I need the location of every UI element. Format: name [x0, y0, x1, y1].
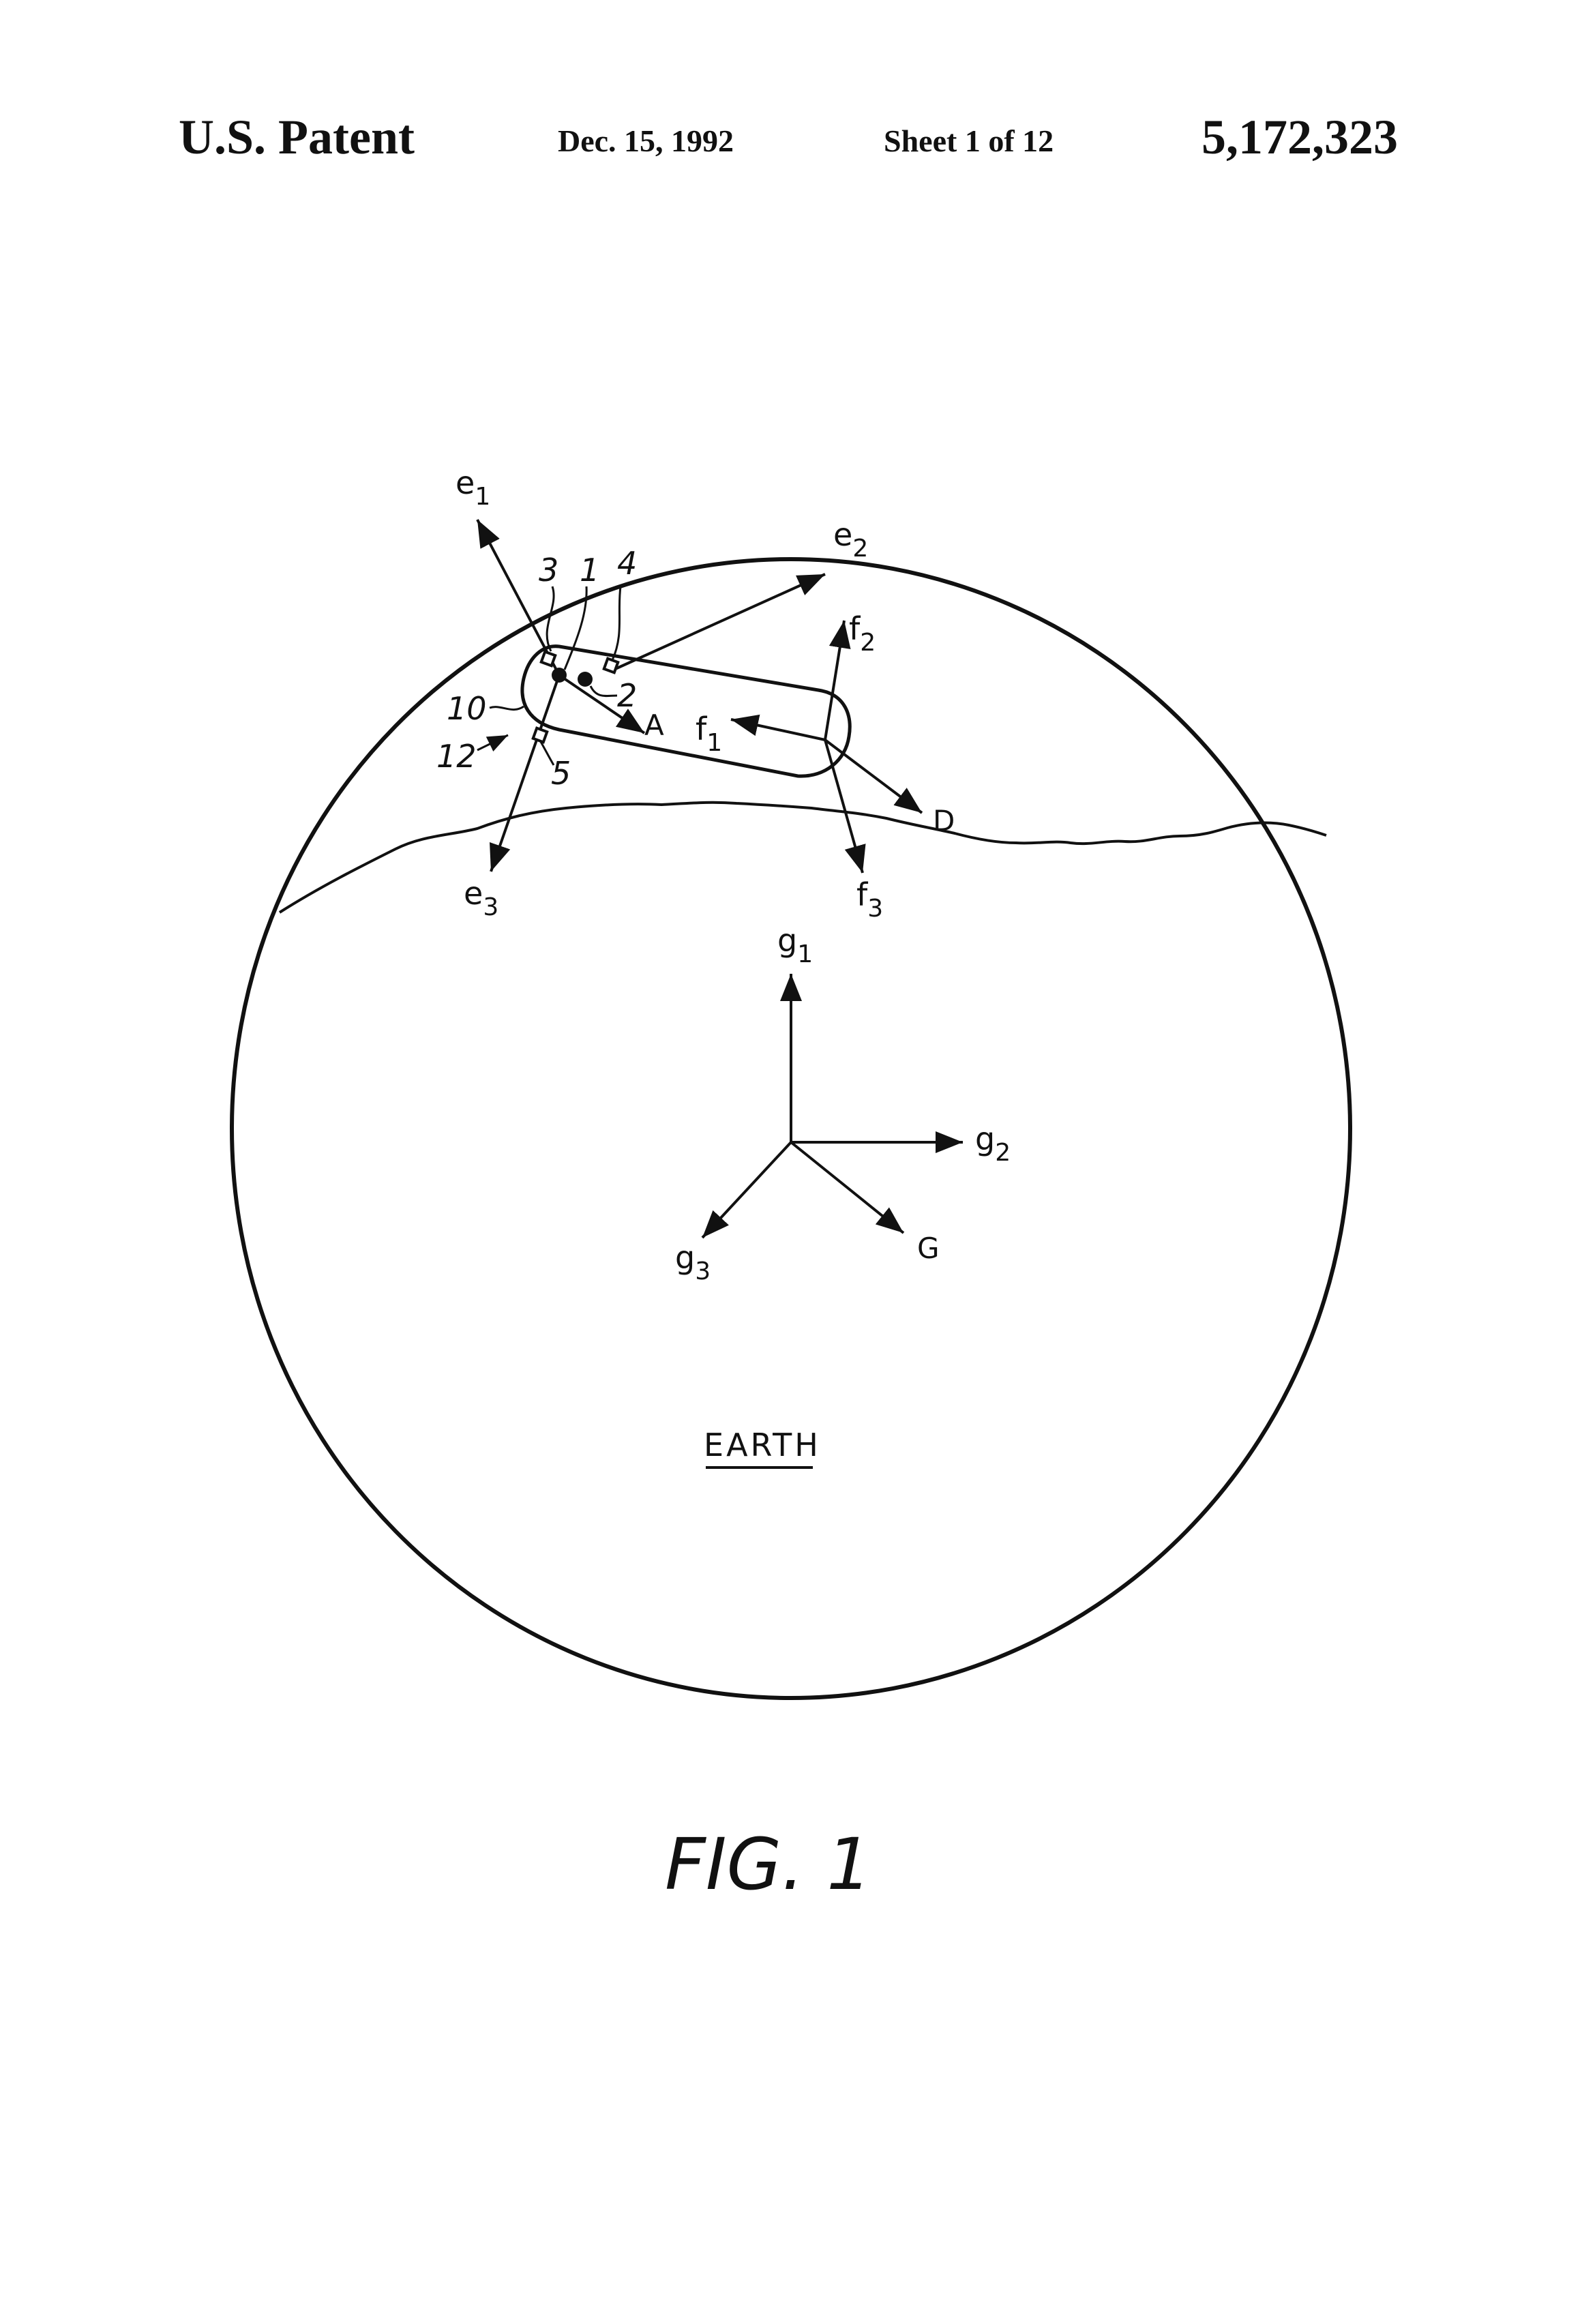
point-1	[552, 668, 567, 683]
label-f1: f1	[696, 711, 722, 757]
label-f2: f2	[849, 610, 876, 657]
numeral-1: 1	[580, 552, 599, 589]
earth-label: EARTH	[704, 1427, 821, 1463]
numeral-10: 10	[447, 690, 487, 727]
sensor-4	[604, 659, 618, 673]
g3-axis	[702, 1142, 791, 1238]
numeral-12: 12	[436, 738, 477, 775]
leader-4	[612, 586, 621, 660]
numeral-3: 3	[539, 552, 558, 589]
leader-3	[547, 586, 554, 651]
point-2	[578, 672, 593, 687]
sensor-5	[533, 728, 548, 743]
vector-g	[791, 1142, 904, 1233]
e2-axis	[614, 574, 825, 670]
label-g1: g1	[777, 922, 813, 968]
f1-axis	[731, 719, 825, 740]
label-a: A	[644, 709, 664, 742]
label-g: G	[917, 1232, 940, 1265]
label-e2: e2	[833, 516, 868, 563]
numeral-5: 5	[551, 755, 571, 792]
f3-axis	[825, 740, 863, 873]
label-g3: g3	[675, 1239, 711, 1285]
figure-caption: FIG. 1	[665, 1823, 871, 1906]
leader-10	[490, 706, 524, 710]
label-f3: f3	[856, 876, 883, 923]
label-g2: g2	[975, 1120, 1011, 1167]
satellite-body	[522, 646, 850, 776]
label-d: D	[933, 804, 955, 837]
leader-12	[477, 735, 508, 750]
label-e1: e1	[456, 464, 490, 511]
leader-2	[591, 686, 617, 696]
label-e3: e3	[464, 875, 498, 921]
numeral-4: 4	[617, 545, 637, 582]
sensor-3	[541, 652, 556, 666]
horizon-line	[280, 803, 1326, 912]
numeral-2: 2	[617, 677, 637, 714]
f2-axis	[825, 621, 844, 740]
vector-d	[825, 740, 922, 813]
